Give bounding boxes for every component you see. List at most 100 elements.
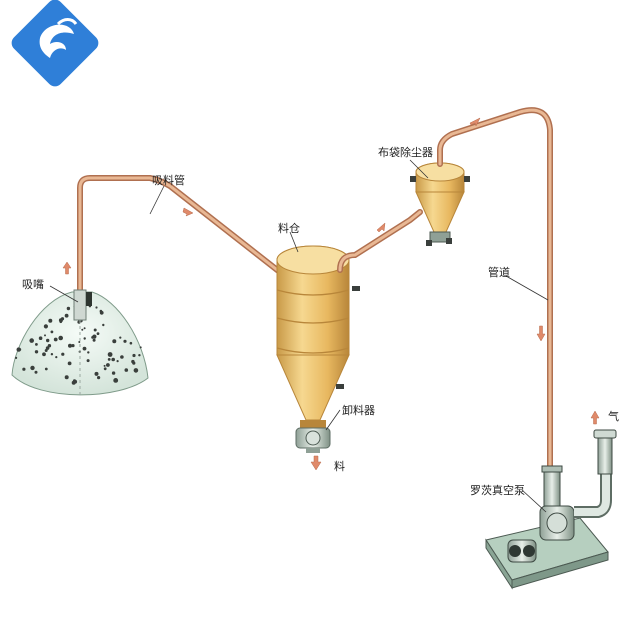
label-roots-pump: 罗茨真空泵 — [470, 484, 525, 497]
flow-arrow-icon — [590, 410, 600, 425]
pile-granule — [124, 368, 129, 372]
flow-arrow-icon — [536, 325, 546, 342]
pile-granule — [102, 323, 105, 327]
pile-granule — [44, 367, 48, 371]
pile-granule — [43, 324, 49, 329]
filter-to-pump-pipe — [437, 107, 553, 473]
pile-granule — [44, 334, 46, 337]
pile-granule — [34, 350, 39, 354]
pile-granule — [64, 313, 69, 318]
pile-granule — [45, 346, 50, 350]
label-silo: 料仓 — [278, 222, 300, 235]
leader-line-unloader — [325, 409, 341, 431]
suction-nozzle — [73, 289, 92, 395]
pile-granule — [59, 320, 63, 324]
label-material-out: 料 — [334, 460, 345, 473]
flow-arrow-icon — [310, 455, 322, 471]
pile-granule — [92, 334, 97, 339]
flow-arrow-icon — [182, 207, 194, 217]
pile-granule — [99, 310, 104, 315]
leader-line-nozzle — [49, 285, 79, 303]
pile-granule — [34, 370, 38, 374]
pile-granule — [107, 358, 111, 361]
pile-granule — [86, 359, 90, 363]
pile-granule — [111, 357, 115, 362]
pile-granule — [96, 332, 100, 335]
pile-granule — [18, 348, 22, 351]
pile-granule — [106, 363, 110, 367]
pile-granule — [53, 337, 58, 342]
suction-pipe — [77, 175, 293, 303]
bag-filter — [410, 162, 470, 246]
pile-granule — [38, 336, 43, 341]
pile-granule — [47, 344, 52, 348]
pile-granule — [120, 355, 124, 359]
label-unloader: 卸料器 — [342, 404, 375, 417]
silo-tank — [276, 245, 360, 421]
pile-granule — [29, 338, 34, 343]
pile-granule — [58, 335, 63, 341]
label-air-out: 气 — [608, 410, 619, 423]
pile-granule — [71, 344, 75, 348]
pile-granule — [132, 361, 136, 365]
flow-arrow-icon — [376, 222, 386, 233]
pile-granule — [66, 306, 71, 311]
pile-granule — [83, 337, 86, 340]
pile-granule — [133, 368, 139, 373]
material-pile — [11, 291, 149, 396]
leader-line-pipeline — [505, 275, 549, 301]
pile-granule — [82, 346, 87, 351]
pile-granule — [67, 361, 72, 366]
pile-granule — [30, 365, 35, 371]
leader-line-roots-pump — [521, 489, 547, 513]
pile-granule — [103, 364, 106, 367]
pile-granule — [55, 356, 58, 359]
pile-granule — [103, 367, 107, 371]
pile-granule — [111, 371, 116, 375]
label-suction-pipe: 吸料管 — [152, 174, 185, 187]
roots-pump-icon — [485, 429, 617, 590]
label-pipeline: 管道 — [488, 266, 510, 279]
leader-line-silo — [289, 231, 299, 253]
pile-granule — [138, 354, 141, 357]
flow-arrow-icon — [62, 261, 72, 275]
pile-granule — [123, 339, 127, 343]
pile-granule — [113, 378, 119, 383]
rotary-valve-icon — [295, 420, 331, 453]
pile-granule — [42, 352, 46, 357]
label-nozzle: 吸嘴 — [22, 278, 44, 291]
pile-granule — [112, 339, 117, 344]
pile-granule — [97, 376, 101, 380]
pile-granule — [35, 343, 38, 346]
pile-granule — [132, 353, 136, 358]
pile-granule — [22, 367, 26, 371]
pile-granule — [81, 328, 84, 331]
pile-granule — [46, 338, 50, 343]
pile-granule — [93, 328, 97, 332]
pile-granule — [139, 346, 142, 349]
pile-granule — [116, 360, 119, 363]
pile-granule — [72, 379, 77, 383]
pile-granule — [15, 356, 18, 359]
pile-granule — [87, 351, 90, 354]
silo-to-filter-pipe — [337, 209, 423, 273]
pile-granule — [64, 375, 69, 380]
pile-granule — [94, 371, 99, 376]
logo-icon — [11, 0, 99, 87]
pile-granule — [61, 352, 65, 356]
flow-arrow-icon — [469, 117, 481, 127]
leader-line-suction-pipe — [149, 185, 165, 215]
pile-granule — [50, 330, 54, 334]
pile-granule — [48, 318, 53, 323]
label-bag-filter: 布袋除尘器 — [378, 146, 433, 159]
pile-granule — [83, 327, 86, 330]
pile-granule — [92, 338, 96, 342]
pile-granule — [129, 341, 133, 345]
pile-granule — [50, 353, 54, 356]
pile-granule — [107, 352, 113, 357]
pile-granule — [119, 336, 122, 339]
pile-granule — [95, 306, 98, 309]
pile-granule — [78, 341, 81, 343]
